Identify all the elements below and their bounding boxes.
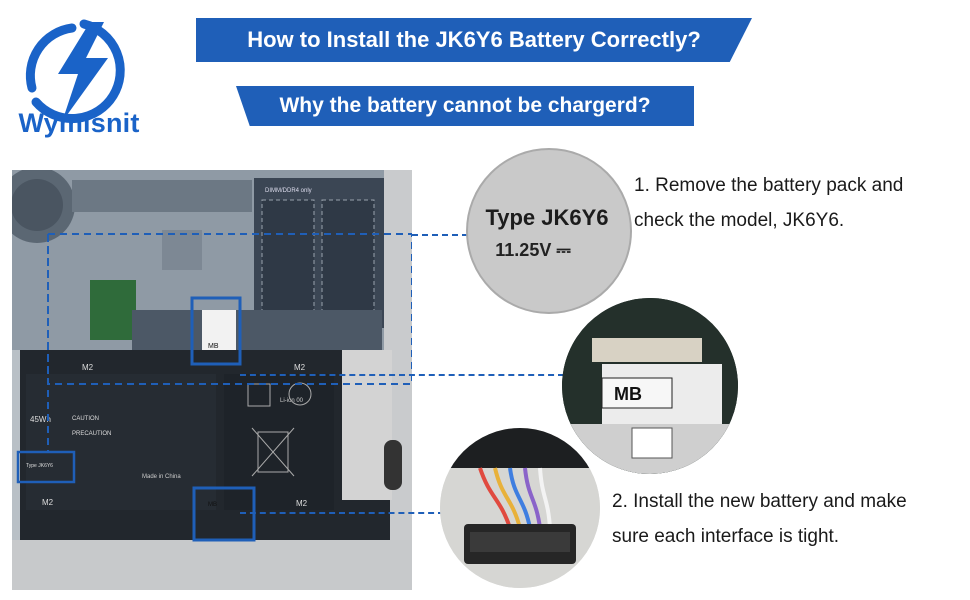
m2-mid-label: M2 bbox=[294, 363, 306, 372]
m2-right-label: M2 bbox=[296, 499, 308, 508]
type-small-label: Type JK6Y6 bbox=[26, 463, 53, 469]
connector-line-3 bbox=[240, 512, 444, 514]
step-1-text: 1. Remove the battery pack and check the… bbox=[634, 168, 964, 238]
brand-logo-icon bbox=[25, 19, 125, 124]
m2-left-label: M2 bbox=[82, 363, 94, 372]
callout-type-text: Type JK6Y6 bbox=[485, 205, 609, 230]
caution-label: CAUTION bbox=[72, 416, 99, 422]
m2-bottom-label: M2 bbox=[42, 498, 54, 507]
mb-connector-zoom-illustration: MB bbox=[562, 298, 738, 474]
subtitle-banner: Why the battery cannot be chargerd? bbox=[236, 86, 694, 126]
battery-cable-zoom-callout bbox=[440, 428, 600, 588]
connector-line-1 bbox=[412, 234, 468, 236]
callout-voltage-text: 11.25V ⎓ bbox=[495, 240, 571, 260]
connector-line-2 bbox=[240, 374, 564, 376]
precaution-label: PRECAUTION bbox=[72, 431, 111, 437]
mb-connector-zoom-callout: MB bbox=[562, 298, 738, 474]
step-1-line-2: check the model, JK6Y6. bbox=[634, 210, 845, 231]
mb-connector-label: MB bbox=[208, 502, 217, 508]
svg-text:MB: MB bbox=[614, 384, 642, 404]
label-zoom-callout bbox=[466, 148, 632, 314]
battery-cable-zoom-illustration bbox=[440, 428, 600, 588]
step-1-line-1: 1. Remove the battery pack and bbox=[634, 175, 904, 196]
laptop-internals-photo: DIMM/DDR4 only MB M2 M2 45Wh CAUTION PRE… bbox=[12, 170, 412, 590]
step-2-line-2: sure each interface is tight. bbox=[612, 526, 840, 547]
capacity-label: 45Wh bbox=[30, 415, 51, 424]
title-banner: How to Install the JK6Y6 Battery Correct… bbox=[196, 18, 752, 62]
brand-name: Wymisnit bbox=[18, 108, 140, 138]
dimm-label: DIMM/DDR4 only bbox=[265, 188, 312, 194]
made-in-label: Made in China bbox=[142, 474, 181, 480]
step-2-line-1: 2. Install the new battery and make bbox=[612, 491, 907, 512]
mb-label: MB bbox=[208, 343, 219, 350]
step-2-text: 2. Install the new battery and make sure… bbox=[612, 484, 967, 554]
